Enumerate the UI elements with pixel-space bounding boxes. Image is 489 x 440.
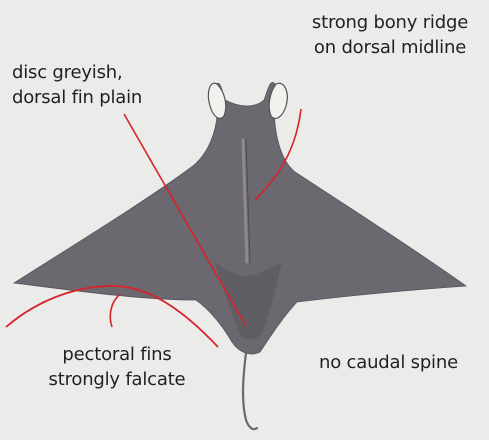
fins-annotation-line2: strongly falcate	[30, 367, 204, 392]
disc-annotation-line2: dorsal fin plain	[12, 85, 142, 110]
cephalic-fin-left	[208, 83, 225, 118]
tail-annotation: no caudal spine	[319, 350, 458, 375]
ridge-annotation: strong bony ridge on dorsal midline	[297, 10, 483, 60]
disc-annotation: disc greyish, dorsal fin plain	[12, 60, 142, 110]
ray-tail	[243, 345, 257, 429]
fin-pointer-line	[110, 294, 120, 327]
tail-annotation-line1: no caudal spine	[319, 350, 458, 375]
ridge-annotation-line2: on dorsal midline	[297, 35, 483, 60]
fins-annotation: pectoral fins strongly falcate	[30, 342, 204, 392]
ridge-annotation-line1: strong bony ridge	[297, 10, 483, 35]
disc-annotation-line1: disc greyish,	[12, 60, 142, 85]
fins-annotation-line1: pectoral fins	[30, 342, 204, 367]
